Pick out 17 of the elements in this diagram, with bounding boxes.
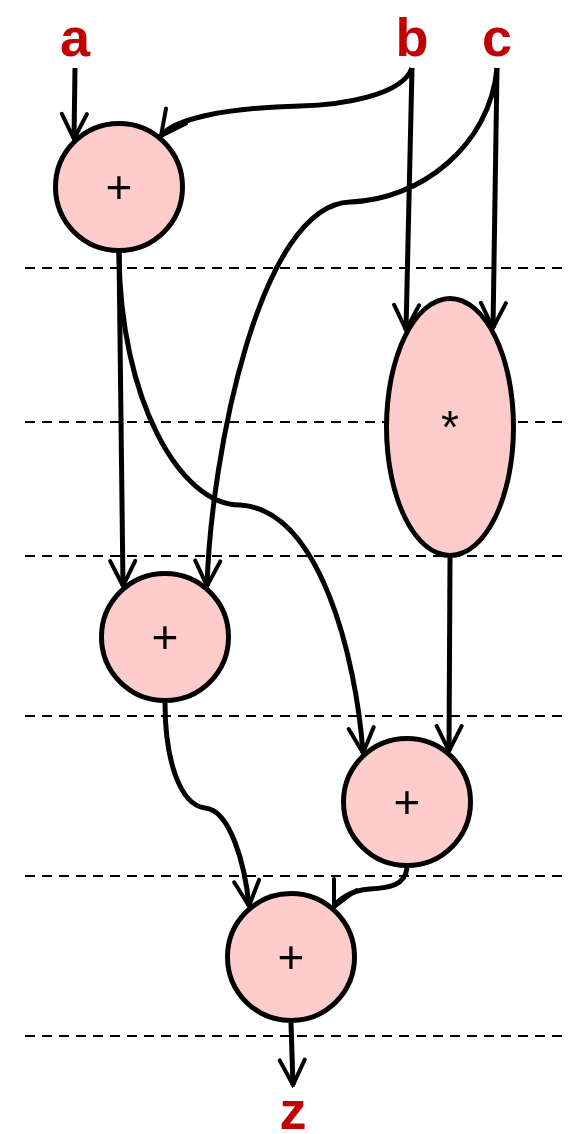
variable-label: c [477, 6, 517, 68]
arrow [59, 67, 89, 141]
operation-node: + [341, 736, 473, 868]
arrow [434, 558, 464, 753]
arrow [331, 867, 410, 909]
operation-node: + [225, 891, 357, 1023]
variable-label: z [273, 1085, 313, 1134]
operation-node: + [99, 571, 231, 703]
operation-node: + [53, 121, 185, 253]
arrow [478, 67, 508, 330]
variable-label: a [55, 6, 95, 68]
arrow [392, 67, 422, 332]
arrow [162, 702, 261, 908]
variable-label: b [392, 6, 432, 68]
operation-node: * [384, 296, 516, 558]
arrow [116, 252, 376, 755]
arrow [277, 1022, 307, 1087]
